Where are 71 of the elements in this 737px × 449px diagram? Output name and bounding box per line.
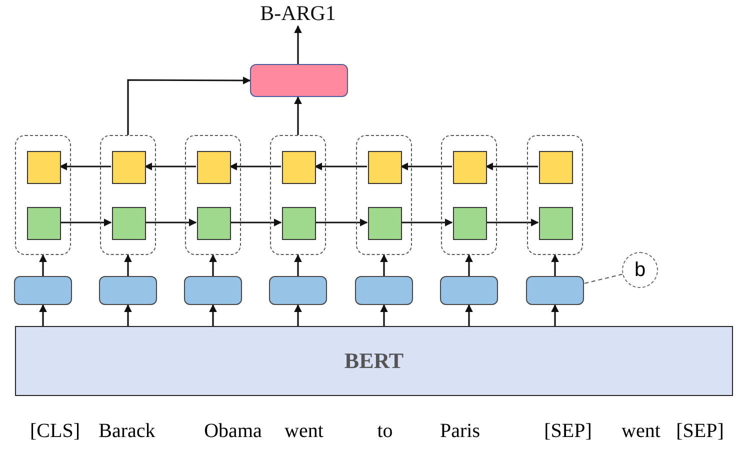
- embedding-box: [440, 276, 498, 305]
- dashed-group-box: [185, 135, 241, 255]
- arrow: [380, 254, 388, 276]
- arrow: [145, 218, 197, 226]
- embedding-box: [526, 276, 584, 305]
- dashed-group-box: [441, 135, 497, 255]
- backward-state-box: [282, 151, 316, 184]
- input-token: [SEP]: [544, 420, 592, 443]
- forward-state-box: [27, 207, 61, 240]
- arrow: [400, 162, 452, 170]
- arrow: [39, 254, 47, 276]
- dashed-group-box: [270, 135, 326, 255]
- arrow: [486, 218, 539, 226]
- arrow: [485, 162, 538, 170]
- arrow: [144, 162, 196, 170]
- input-token: to: [377, 420, 393, 443]
- input-token: [CLS]: [30, 420, 80, 443]
- callout-circle: b: [622, 252, 658, 288]
- arrow: [294, 254, 302, 276]
- input-token: Barack: [98, 420, 156, 443]
- arrow: [229, 162, 281, 170]
- arrow: [60, 218, 112, 226]
- encoder-box: BERT: [15, 326, 733, 396]
- dashed-group-box: [527, 135, 583, 255]
- embedding-box: [99, 276, 157, 305]
- backward-state-box: [539, 151, 573, 184]
- arrow: [209, 254, 217, 276]
- embedding-box: [269, 276, 327, 305]
- input-token: Obama: [204, 420, 262, 443]
- arrow: [294, 304, 302, 326]
- arrow: [124, 304, 132, 326]
- backward-state-box: [197, 151, 231, 184]
- embedding-box: [14, 276, 72, 305]
- input-token: went: [622, 420, 660, 443]
- embedding-box: [355, 276, 413, 305]
- arrow: [465, 304, 473, 326]
- forward-state-box: [282, 207, 316, 240]
- embedding-box: [184, 276, 242, 305]
- forward-state-box: [112, 207, 146, 240]
- arrow: [401, 218, 453, 226]
- input-token: went: [284, 420, 324, 443]
- arrow: [127, 76, 251, 135]
- input-token: Paris: [440, 420, 480, 443]
- arrow: [314, 162, 367, 170]
- dashed-group-box: [100, 135, 156, 255]
- arrow: [315, 218, 368, 226]
- arrow: [59, 162, 111, 170]
- arrow: [39, 304, 47, 326]
- arrow: [551, 304, 559, 326]
- forward-state-box: [453, 207, 487, 240]
- arrow: [380, 304, 388, 326]
- forward-state-box: [539, 207, 573, 240]
- arrow: [294, 96, 302, 135]
- backward-state-box: [453, 151, 487, 184]
- backward-state-box: [27, 151, 61, 184]
- arrow: [465, 254, 473, 276]
- backward-state-box: [368, 151, 402, 184]
- arrow: [230, 218, 282, 226]
- input-token: [SEP]: [676, 420, 724, 443]
- forward-state-box: [197, 207, 231, 240]
- backward-state-box: [112, 151, 146, 184]
- arrow: [209, 304, 217, 326]
- arrow: [551, 254, 559, 276]
- arrow: [294, 25, 302, 64]
- forward-state-box: [368, 207, 402, 240]
- leader-line: [584, 274, 623, 284]
- output-layer-box: [250, 64, 348, 97]
- dashed-group-box: [15, 135, 71, 255]
- dashed-group-box: [356, 135, 412, 255]
- output-label: B-ARG1: [250, 0, 346, 26]
- arrow: [124, 254, 132, 276]
